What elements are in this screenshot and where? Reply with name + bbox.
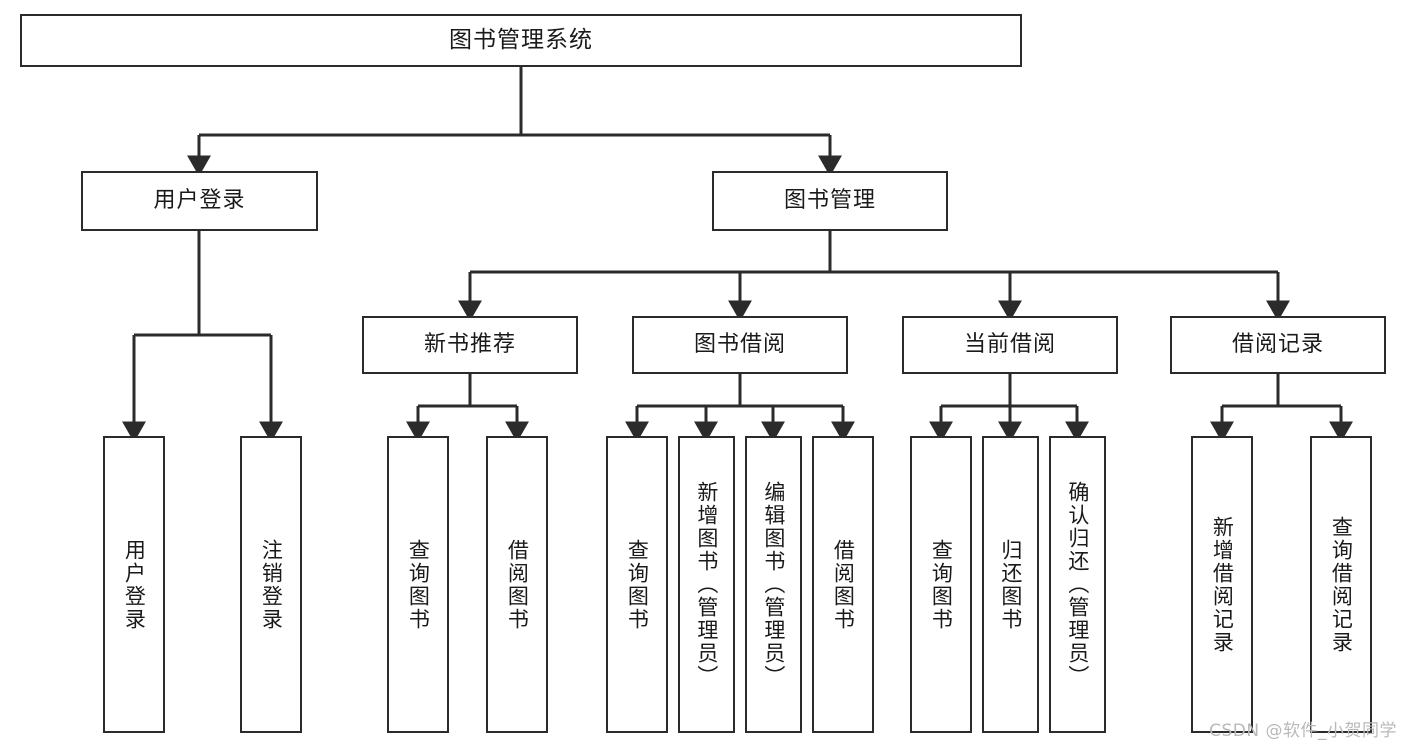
node-label: 图书管理系统: [449, 26, 593, 53]
node-label: 图书管理: [783, 187, 876, 213]
node-label: 当前借阅: [963, 331, 1056, 357]
node-new-book-recommend[interactable]: 新书推荐: [362, 316, 578, 374]
node-label: 借阅图书: [831, 538, 856, 631]
node-label: 注销登录: [259, 538, 284, 631]
leaf-book-borrow-borrow-book[interactable]: 借阅图书: [812, 436, 874, 733]
node-root-book-management-system[interactable]: 图书管理系统: [20, 14, 1022, 67]
node-book-management[interactable]: 图书管理: [712, 171, 948, 231]
node-label: 查询图书: [929, 538, 954, 631]
node-label: 借阅图书: [505, 538, 530, 631]
leaf-book-borrow-add-book-admin[interactable]: 新增图书（管理员）: [678, 436, 735, 733]
node-label: 用户登录: [153, 187, 246, 213]
node-label: 归还图书: [998, 538, 1023, 631]
leaf-book-borrow-query-book[interactable]: 查询图书: [606, 436, 668, 733]
node-label: 新书推荐: [423, 331, 516, 357]
leaf-book-borrow-edit-book-admin[interactable]: 编辑图书（管理员）: [745, 436, 802, 733]
node-label: 图书借阅: [693, 331, 786, 357]
leaf-current-borrow-return-book[interactable]: 归还图书: [982, 436, 1039, 733]
node-label: 查询图书: [406, 538, 431, 631]
leaf-new-book-borrow-book[interactable]: 借阅图书: [486, 436, 548, 733]
node-label: 用户登录: [122, 538, 147, 631]
leaf-borrow-record-query-record[interactable]: 查询借阅记录: [1310, 436, 1372, 733]
leaf-user-login-logout[interactable]: 注销登录: [240, 436, 302, 733]
node-label: 查询借阅记录: [1329, 515, 1354, 654]
node-label: 查询图书: [625, 538, 650, 631]
leaf-current-borrow-confirm-return-admin[interactable]: 确认归还（管理员）: [1049, 436, 1106, 733]
node-label: 编辑图书（管理员）: [761, 481, 786, 688]
leaf-user-login-login[interactable]: 用户登录: [103, 436, 165, 733]
node-current-borrow[interactable]: 当前借阅: [902, 316, 1118, 374]
node-label: 确认归还（管理员）: [1065, 481, 1090, 688]
leaf-new-book-query-book[interactable]: 查询图书: [387, 436, 449, 733]
leaf-current-borrow-query-book[interactable]: 查询图书: [910, 436, 972, 733]
leaf-borrow-record-add-record[interactable]: 新增借阅记录: [1191, 436, 1253, 733]
node-label: 新增借阅记录: [1210, 515, 1235, 654]
node-user-login[interactable]: 用户登录: [81, 171, 318, 231]
node-label: 借阅记录: [1231, 331, 1324, 357]
node-book-borrow[interactable]: 图书借阅: [632, 316, 848, 374]
watermark-text: CSDN @软件_小贺同学: [1209, 721, 1397, 741]
node-borrow-record[interactable]: 借阅记录: [1170, 316, 1386, 374]
node-label: 新增图书（管理员）: [694, 481, 719, 688]
